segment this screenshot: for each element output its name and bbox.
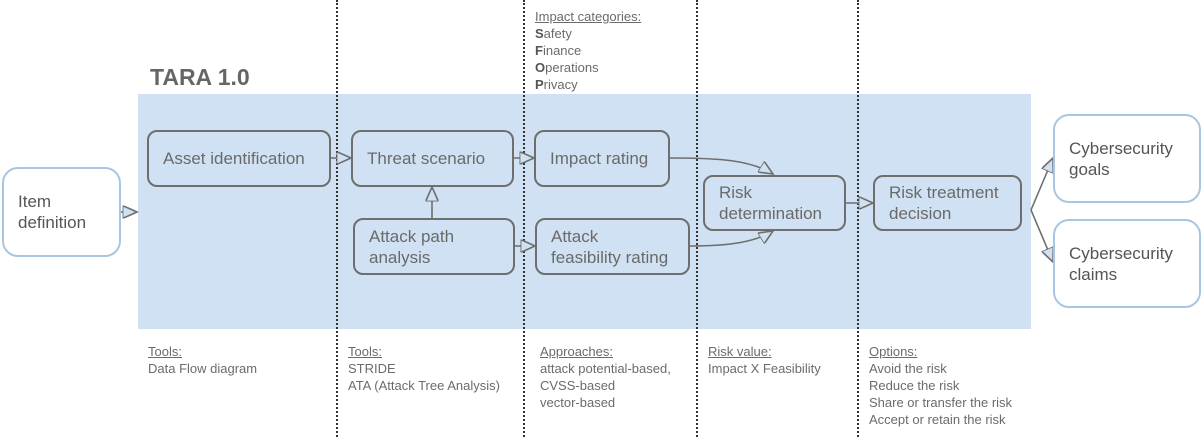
arrow-impact-to-risk [669,157,773,174]
arrow-treatment-to-claims [1030,209,1053,262]
category-finance: Finance [535,43,582,58]
phase-divider [336,0,338,437]
tara-region [138,94,1031,329]
node-threat-scenario[interactable]: Threat scenario [351,130,514,187]
arrow-treatment-to-goals [1030,158,1053,211]
note-asset-tools: Tools: Data Flow diagram [148,344,258,376]
node-asset-identification[interactable]: Asset identification [147,130,331,187]
note-threat-tools: Tools: STRIDE ATA (Attack Tree Analysis) [348,344,500,393]
phase-divider [523,0,525,437]
category-safety: Safety [535,26,572,41]
note-risk-value: Risk value: Impact X Feasibility [708,344,821,376]
phase-divider [857,0,859,437]
category-operations: Operations [535,60,599,75]
note-treatment-options: Options: Avoid the risk Reduce the risk … [869,344,1013,427]
note-header: Impact categories: [535,9,642,24]
impact-categories-note: Impact categories: Safety Finance Operat… [535,8,641,93]
phase-divider [696,0,698,437]
category-privacy: Privacy [535,77,578,92]
node-impact-rating[interactable]: Impact rating [534,130,670,187]
note-rating-approaches: Approaches: attack potential-based, CVSS… [540,344,671,410]
diagram-title: TARA 1.0 [150,64,250,90]
arrow-feasibility-to-risk [689,231,773,247]
